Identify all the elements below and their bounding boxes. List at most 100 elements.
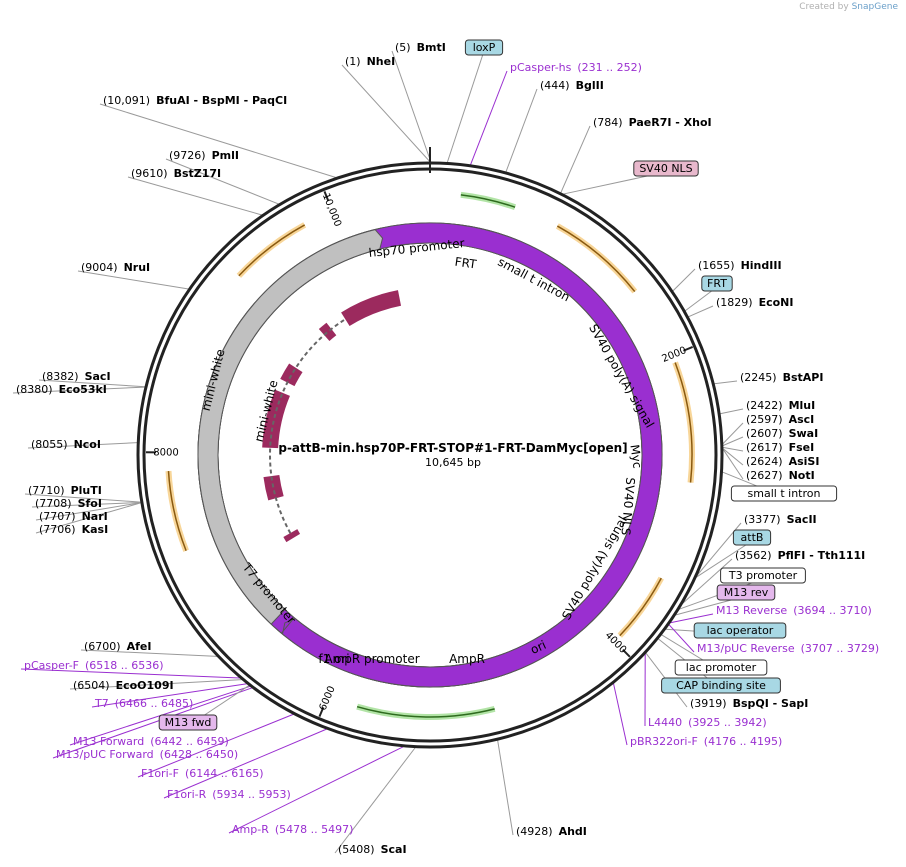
site-label: (2597)AscI xyxy=(746,413,814,426)
leader-f1ori-r xyxy=(163,728,327,799)
feature-box-label: CAP binding site xyxy=(676,679,766,692)
site-label: (1655)HindIII xyxy=(698,259,782,272)
site-position: (9004) xyxy=(81,261,118,274)
leader-scai xyxy=(334,747,416,854)
enzyme-name: AfeI xyxy=(127,640,152,653)
primer-label: pCasper-hs (231 .. 252) xyxy=(510,61,642,74)
site-swai-13: (2607)SwaI xyxy=(746,427,818,440)
enzyme-name: NotI xyxy=(789,469,815,482)
primer-label: M13/pUC Reverse(3707 .. 3729) xyxy=(697,642,879,655)
tick-mark xyxy=(622,648,631,658)
leader-t7 xyxy=(91,683,247,708)
primer-name: F1ori-R xyxy=(167,788,207,801)
feature-label: SV40 NLS xyxy=(618,477,637,536)
site-position: (444) xyxy=(540,79,570,92)
feature-box-label: small t intron xyxy=(748,487,821,500)
site-ahdi-31: (4928)AhdI xyxy=(516,825,587,838)
site-attb-19: attB xyxy=(732,529,772,546)
primer-name: pCasper-hs xyxy=(510,61,572,74)
orf-arc xyxy=(674,362,693,483)
leader-ncoi xyxy=(27,442,138,449)
site-mlui-11: (2422)MluI xyxy=(746,399,815,412)
primer-range: (6442 .. 6459) xyxy=(150,735,229,748)
site-label: (3562)PflFI - Tth111I xyxy=(735,549,865,562)
leader-hindiii xyxy=(672,268,696,292)
primer-range: (231 .. 252) xyxy=(577,61,642,74)
feature-box xyxy=(716,584,776,601)
site-label: (2617)FseI xyxy=(746,441,814,454)
primer-label: Amp-R(5478 .. 5497) xyxy=(232,823,353,836)
leader-pmli xyxy=(165,158,279,205)
feature-label: Myc xyxy=(627,444,644,470)
feature-box xyxy=(661,677,781,694)
site-bmti-0: (5)BmtI xyxy=(395,41,446,54)
site-lac-operator-24: lac operator xyxy=(693,622,787,639)
leader-saci xyxy=(38,379,146,388)
feature-label: ori xyxy=(528,638,548,657)
enzyme-name: FseI xyxy=(789,441,815,454)
site-m13-rev-22: M13 rev xyxy=(716,584,776,601)
site-bfuai-bspmi-paqci-53: (10,091)BfuAI - BspMI - PaqCI xyxy=(103,94,287,107)
feature-box xyxy=(674,659,768,676)
site-l4440-29: L4440(3925 .. 3942) xyxy=(648,716,767,729)
leader-amp-r xyxy=(228,746,404,834)
site-label: (2607)SwaI xyxy=(746,427,818,440)
site-fsei-14: (2617)FseI xyxy=(746,441,814,454)
site-position: (1655) xyxy=(698,259,735,272)
enzyme-name: BglII xyxy=(576,79,604,92)
site-f1ori-r-34: F1ori-R (5934 .. 5953) xyxy=(167,788,291,801)
primer-name: M13 Reverse xyxy=(716,604,787,617)
enzyme-name: PluTI xyxy=(71,484,102,497)
feature-box-label: lac promoter xyxy=(686,661,757,674)
feature-label: FRT xyxy=(454,255,478,272)
site-afei-42: (6700)AfeI xyxy=(84,640,151,653)
feature-box-label: FRT xyxy=(707,277,727,290)
leader-paer7i-xhoi xyxy=(560,125,591,194)
enzyme-name: KasI xyxy=(82,523,109,536)
site-position: (7706) xyxy=(39,523,76,536)
primer-label: M13/pUC Forward(6428 .. 6450) xyxy=(56,748,238,761)
leader-fsei xyxy=(722,446,744,452)
site-label: (10,091)BfuAI - BspMI - PaqCI xyxy=(103,94,287,107)
leader-attb xyxy=(696,540,753,578)
leader-pluti xyxy=(24,493,141,503)
primer-range: (3707 .. 3729) xyxy=(801,642,880,655)
mini-white-intron xyxy=(269,318,346,534)
leader-ecoo109i xyxy=(69,679,242,690)
primer-name: M13/pUC Forward xyxy=(56,748,154,761)
site-position: (1829) xyxy=(716,296,753,309)
site-bspqi-sapi-28: (3919)BspQI - SapI xyxy=(690,697,808,710)
site-econi-9: (1829)EcoNI xyxy=(716,296,793,309)
feature-box xyxy=(732,529,772,546)
orf-arc xyxy=(167,470,187,552)
feature-box-label: SV40 NLS xyxy=(639,162,692,175)
site-sv40-nls-6: SV40 NLS xyxy=(633,160,699,177)
site-position: (9610) xyxy=(131,167,168,180)
orf-arc-green xyxy=(356,705,495,718)
site-label: (8055)NcoI xyxy=(31,438,101,451)
site-position: (7708) xyxy=(35,497,72,510)
site-bstz17i-51: (9610)BstZ17I xyxy=(131,167,221,180)
enzyme-name: BspQI - SapI xyxy=(733,697,809,710)
primer-label: M13 Forward(6442 .. 6459) xyxy=(73,735,229,748)
leader-f1ori-f xyxy=(137,713,294,778)
site-pcasper-hs-3: pCasper-hs (231 .. 252) xyxy=(510,61,642,74)
leader-sfoi xyxy=(31,501,141,508)
site-label: (9610)BstZ17I xyxy=(131,167,221,180)
site-asisi-15: (2624)AsiSI xyxy=(746,455,819,468)
site-hindiii-7: (1655)HindIII xyxy=(698,259,782,272)
leader-bstz17i xyxy=(127,176,263,216)
primer-range: (5478 .. 5497) xyxy=(275,823,354,836)
feature-box xyxy=(158,714,218,731)
site-pbr322ori-f-30: pBR322ori-F(4176 .. 4195) xyxy=(630,735,782,748)
primer-range: (5934 .. 5953) xyxy=(212,788,291,801)
enzyme-name: SfoI xyxy=(78,497,102,510)
site-nrui-50: (9004)NruI xyxy=(81,261,150,274)
site-t3-promoter-21: T3 promoter xyxy=(720,567,806,584)
site-label: (3919)BspQI - SapI xyxy=(690,697,808,710)
enzyme-name: BfuAI - BspMI - PaqCI xyxy=(156,94,287,107)
feature-label: f1 ori xyxy=(318,652,349,666)
feature-box xyxy=(633,160,699,177)
annotation-arcs xyxy=(165,191,695,720)
